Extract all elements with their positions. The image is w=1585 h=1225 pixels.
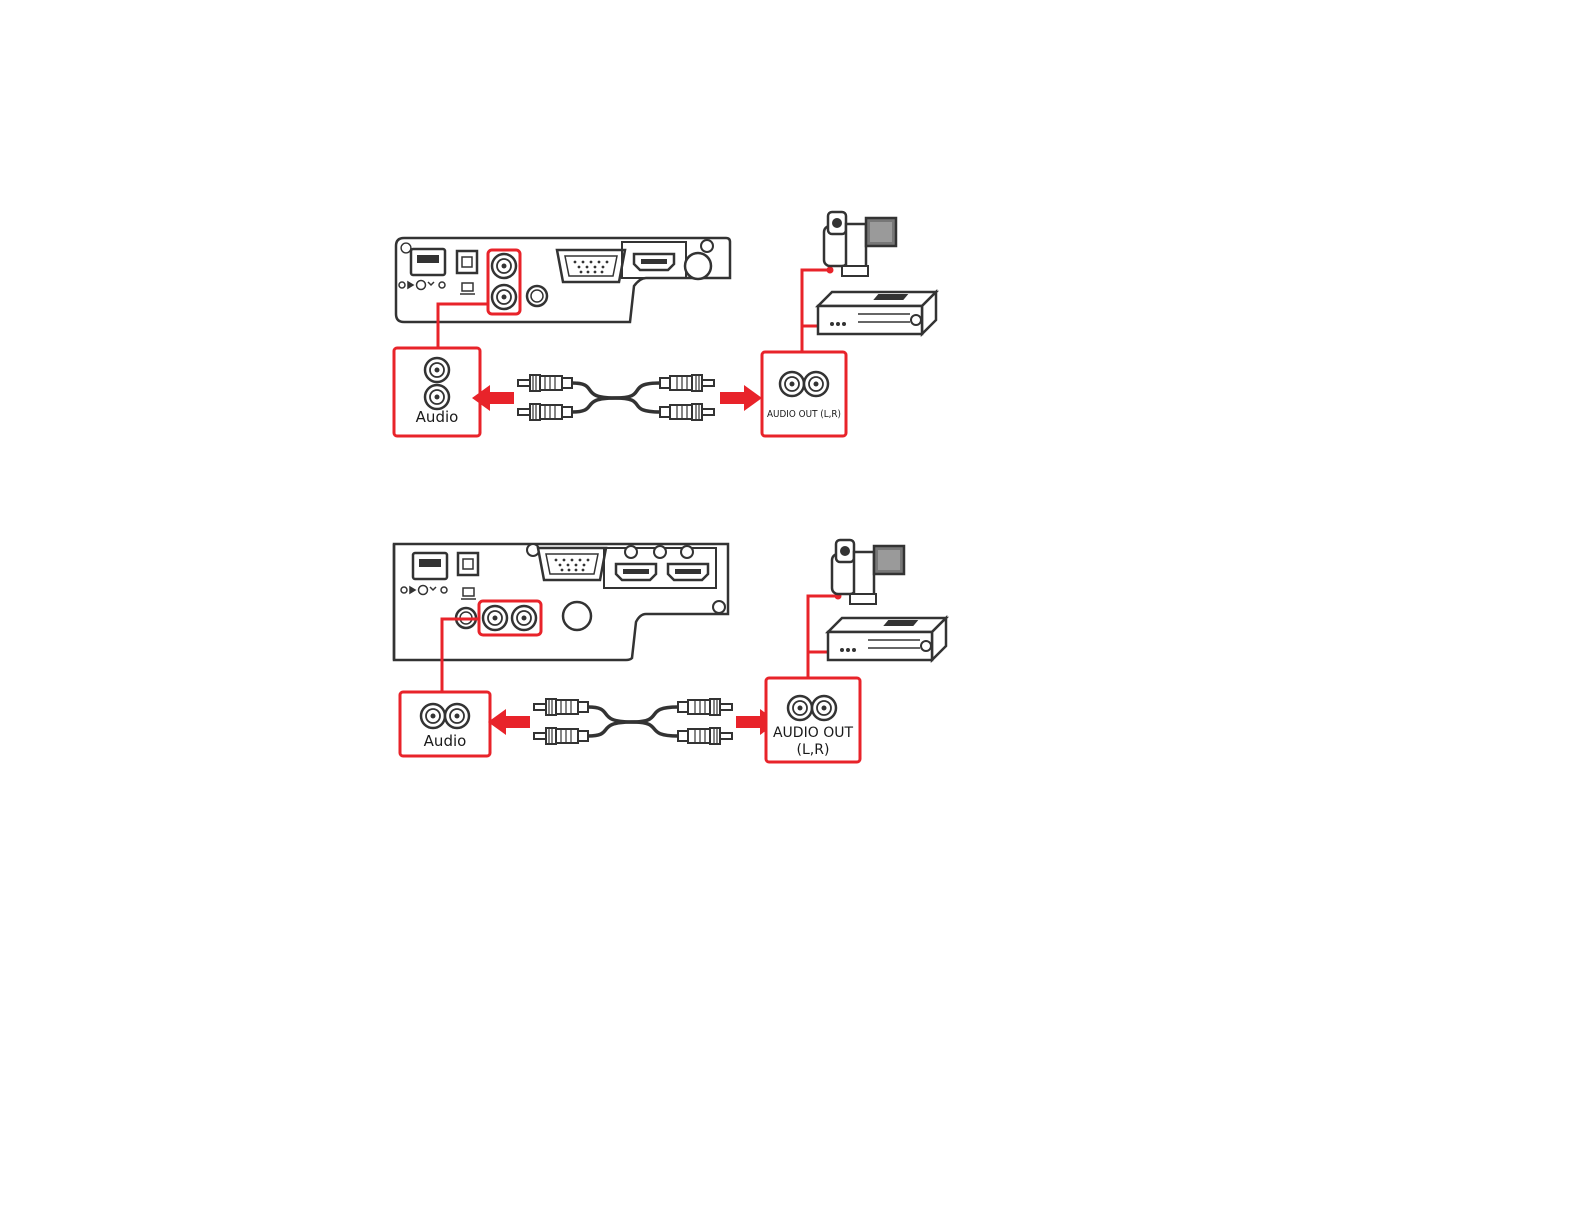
- arrow-left-icon: [488, 709, 530, 735]
- projector-port-label: Audio: [416, 408, 459, 426]
- vcr-icon: [818, 292, 936, 334]
- projector-audio-callout-2: Audio: [400, 692, 490, 756]
- device-port-label: AUDIO OUT (L,R): [767, 409, 841, 420]
- device-audio-out-callout-2: AUDIO OUT (L,R): [766, 678, 860, 762]
- projector-audio-callout-1: Audio: [394, 348, 480, 436]
- camcorder-icon: [832, 540, 904, 604]
- diagram-1: Audio AUDIO OUT (L,R): [394, 212, 936, 436]
- device-audio-out-callout-1: AUDIO OUT (L,R): [762, 352, 846, 436]
- rca-cable-icon: [518, 375, 714, 420]
- diagram-2: Audio AUDIO OUT (L,R): [394, 540, 946, 762]
- projector-panel-1: [396, 238, 730, 322]
- rca-cable-icon: [534, 699, 732, 744]
- projector-port-label: Audio: [424, 732, 467, 750]
- device-port-label-line1: AUDIO OUT: [773, 725, 853, 741]
- camcorder-icon: [824, 212, 896, 276]
- device-port-label-line2: (L,R): [797, 742, 830, 758]
- projector-panel-2: [394, 544, 728, 660]
- vcr-icon: [828, 618, 946, 660]
- arrow-right-icon: [720, 385, 762, 411]
